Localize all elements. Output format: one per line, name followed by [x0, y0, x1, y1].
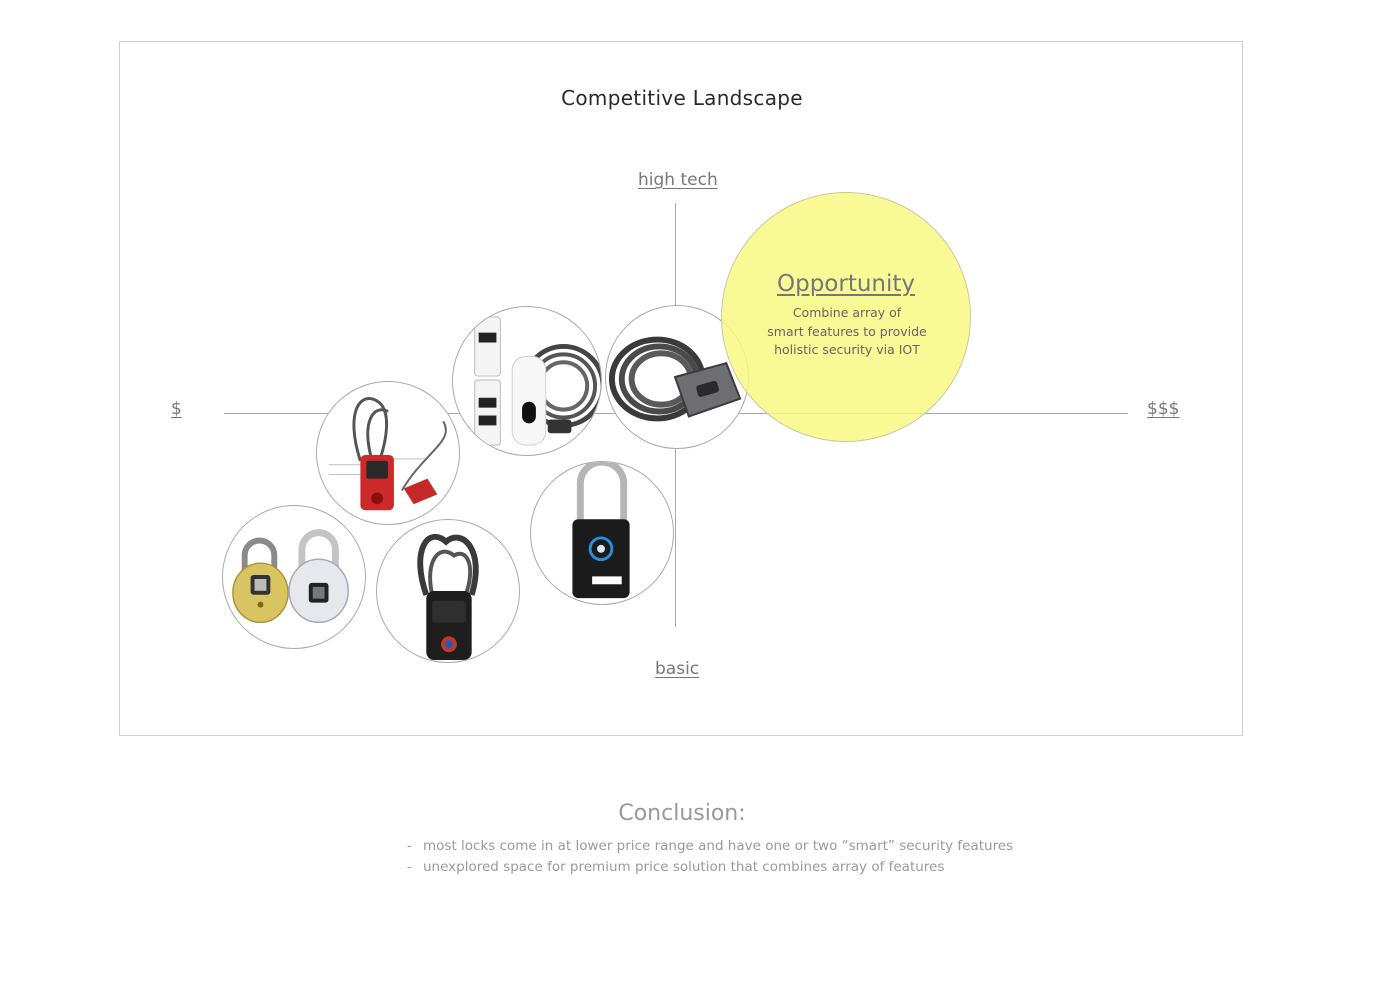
conclusion-item-text: unexplored space for premium price solut… — [423, 858, 945, 875]
masterlock-padlock-image — [572, 462, 630, 599]
product-red-alarm-cable-lock — [316, 381, 460, 525]
conclusion-item-text: most locks come in at lower price range … — [423, 838, 1014, 854]
axis-label-basic: basic — [655, 659, 700, 679]
axis-label-high-tech: high tech — [638, 170, 718, 190]
fingerprint-padlock-image — [232, 529, 349, 624]
content-frame — [119, 41, 1243, 736]
axis-label-low-price: $ — [171, 399, 182, 419]
product-fingerprint-padlocks — [222, 505, 366, 649]
product-masterlock-bluetooth-padlock — [530, 461, 674, 605]
opportunity-description: Combine array of smart features to provi… — [752, 304, 942, 360]
coiled-cable-lock-image — [608, 336, 742, 422]
opportunity-title: Opportunity — [776, 271, 916, 297]
opportunity-line: holistic security via IOT — [774, 342, 920, 357]
app-cable-lock-image — [474, 316, 601, 446]
black-cable-padlock-image — [417, 533, 479, 661]
red-alarm-lock-image — [328, 397, 447, 511]
product-app-cable-lock — [452, 306, 602, 456]
conclusion-title: Conclusion: — [618, 801, 746, 826]
axis-label-high-price: $$$ — [1147, 399, 1180, 419]
opportunity-line: smart features to provide — [767, 323, 927, 339]
product-black-cable-padlock — [376, 519, 520, 663]
page-title: Competitive Landscape — [561, 86, 803, 110]
opportunity-line: Combine array of — [792, 305, 902, 320]
opportunity-circle: Opportunity Combine array of smart featu… — [721, 192, 971, 442]
conclusion-item: -most locks come in at lower price range… — [407, 838, 1014, 854]
conclusion-list: -most locks come in at lower price range… — [407, 836, 1013, 877]
conclusion-item: -unexplored space for premium price solu… — [407, 858, 945, 875]
